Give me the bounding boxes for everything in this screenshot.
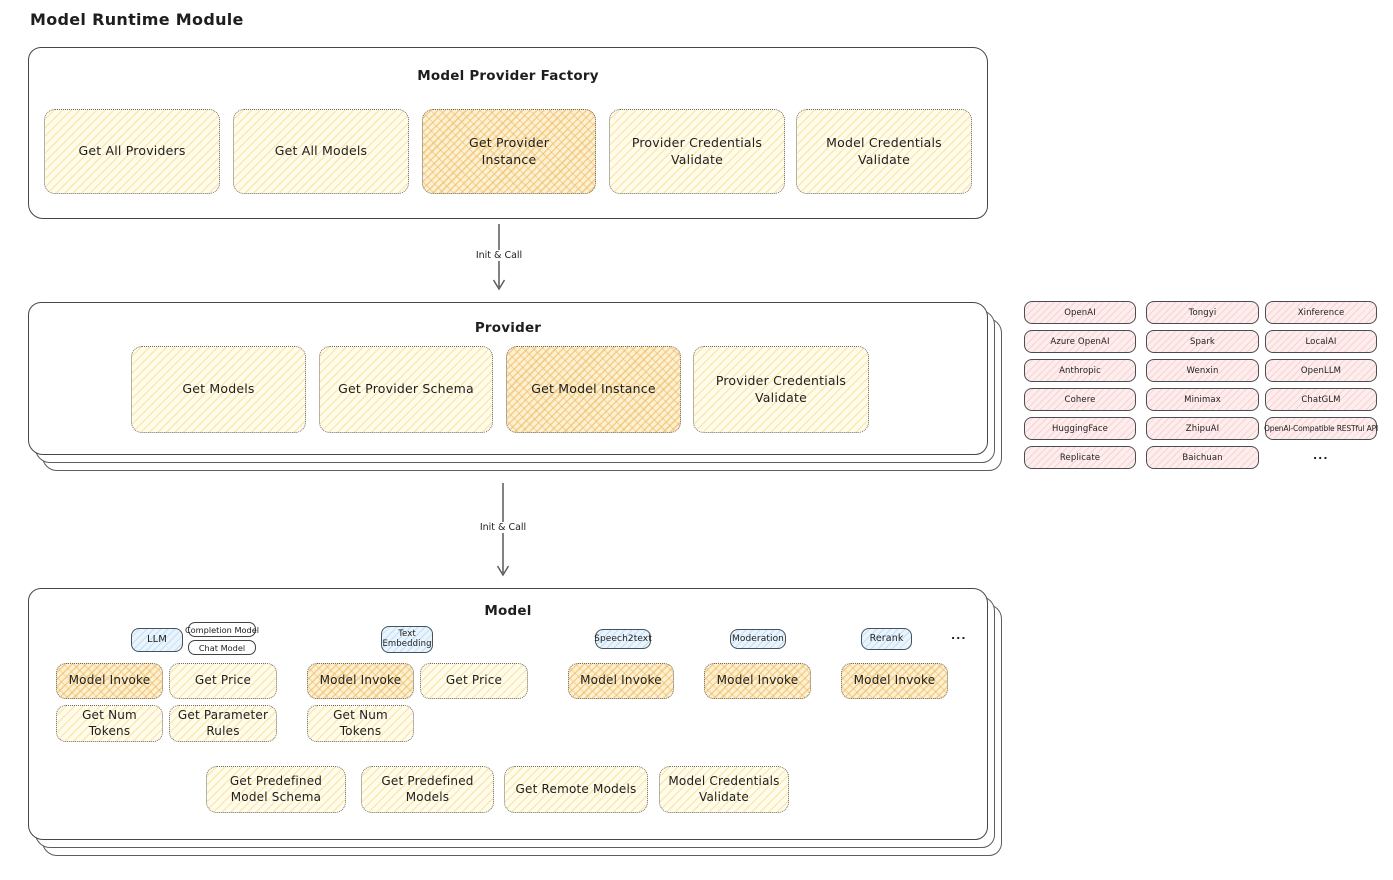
provider-chip-openai: OpenAI [1024,301,1136,324]
node-llm-model-invoke: Model Invoke [56,663,163,699]
arrow-factory-to-provider: Init & Call [472,224,526,296]
tabs-ellipsis: ... [951,629,967,642]
provider-chip-zhipuai: ZhipuAI [1146,417,1259,440]
node-model-credentials-validate: Model Credentials Validate [796,109,972,194]
node-get-all-models: Get All Models [233,109,409,194]
model-stack: Model LLM Completion Model Chat Model Te… [28,588,1002,856]
model-title: Model [484,603,532,619]
node-get-models: Get Models [131,346,306,433]
provider-chip-anthropic: Anthropic [1024,359,1136,382]
tab-chat-model: Chat Model [188,640,256,655]
node-llm-get-parameter-rules: Get Parameter Rules [169,705,277,742]
provider-chip-replicate: Replicate [1024,446,1136,469]
page-title: Model Runtime Module [30,10,244,29]
provider-chip-openllm: OpenLLM [1265,359,1377,382]
arrow-provider-to-model: Init & Call [476,483,530,582]
node-model-credentials-validate-2: Model Credentials Validate [659,766,789,813]
tab-moderation: Moderation [730,629,786,649]
provider-stack: Provider Get Models Get Provider Schema … [28,302,1002,471]
arrow-label: Init & Call [472,250,526,261]
node-get-all-providers: Get All Providers [44,109,220,194]
node-get-remote-models: Get Remote Models [504,766,648,813]
node-moderation-model-invoke: Model Invoke [704,663,811,699]
provider-title: Provider [474,320,542,336]
node-provider-credentials-validate-2: Provider Credentials Validate [693,346,869,433]
tab-completion-model: Completion Model [185,622,259,637]
tab-speech2text: Speech2text [594,629,652,649]
model-panel: Model LLM Completion Model Chat Model Te… [28,588,988,840]
tab-llm: LLM [131,628,183,652]
provider-chip-tongyi: Tongyi [1146,301,1259,324]
provider-chip-wenxin: Wenxin [1146,359,1259,382]
node-embedding-get-num-tokens: Get Num Tokens [307,705,414,742]
provider-list-ellipsis: ... [1313,449,1329,462]
node-get-provider-schema: Get Provider Schema [319,346,493,433]
node-get-predefined-models: Get Predefined Models [361,766,494,813]
node-speech2text-model-invoke: Model Invoke [568,663,674,699]
tab-rerank: Rerank [861,628,912,650]
node-get-predefined-model-schema: Get Predefined Model Schema [206,766,346,813]
node-get-model-instance: Get Model Instance [506,346,681,433]
provider-name-grid: OpenAI Azure OpenAI Anthropic Cohere Hug… [1024,301,1378,471]
node-embedding-model-invoke: Model Invoke [307,663,414,699]
provider-chip-spark: Spark [1146,330,1259,353]
provider-chip-xinference: Xinference [1265,301,1377,324]
provider-chip-chatglm: ChatGLM [1265,388,1377,411]
node-llm-get-num-tokens: Get Num Tokens [56,705,163,742]
tab-text-embedding: Text Embedding [381,626,433,653]
node-llm-get-price: Get Price [169,663,277,699]
node-get-provider-instance: Get Provider Instance [422,109,596,194]
provider-chip-cohere: Cohere [1024,388,1136,411]
factory-title: Model Provider Factory [417,68,599,84]
provider-chip-localai: LocalAI [1265,330,1377,353]
node-rerank-model-invoke: Model Invoke [841,663,948,699]
node-provider-credentials-validate: Provider Credentials Validate [609,109,785,194]
node-embedding-get-price: Get Price [420,663,528,699]
arrow-label: Init & Call [476,522,530,533]
provider-chip-baichuan: Baichuan [1146,446,1259,469]
factory-panel: Model Provider Factory Get All Providers… [28,47,988,219]
provider-panel: Provider Get Models Get Provider Schema … [28,302,988,455]
provider-chip-huggingface: HuggingFace [1024,417,1136,440]
provider-chip-minimax: Minimax [1146,388,1259,411]
provider-chip-azure-openai: Azure OpenAI [1024,330,1136,353]
provider-chip-openai-compatible: OpenAI-Compatible RESTful API [1264,417,1378,440]
